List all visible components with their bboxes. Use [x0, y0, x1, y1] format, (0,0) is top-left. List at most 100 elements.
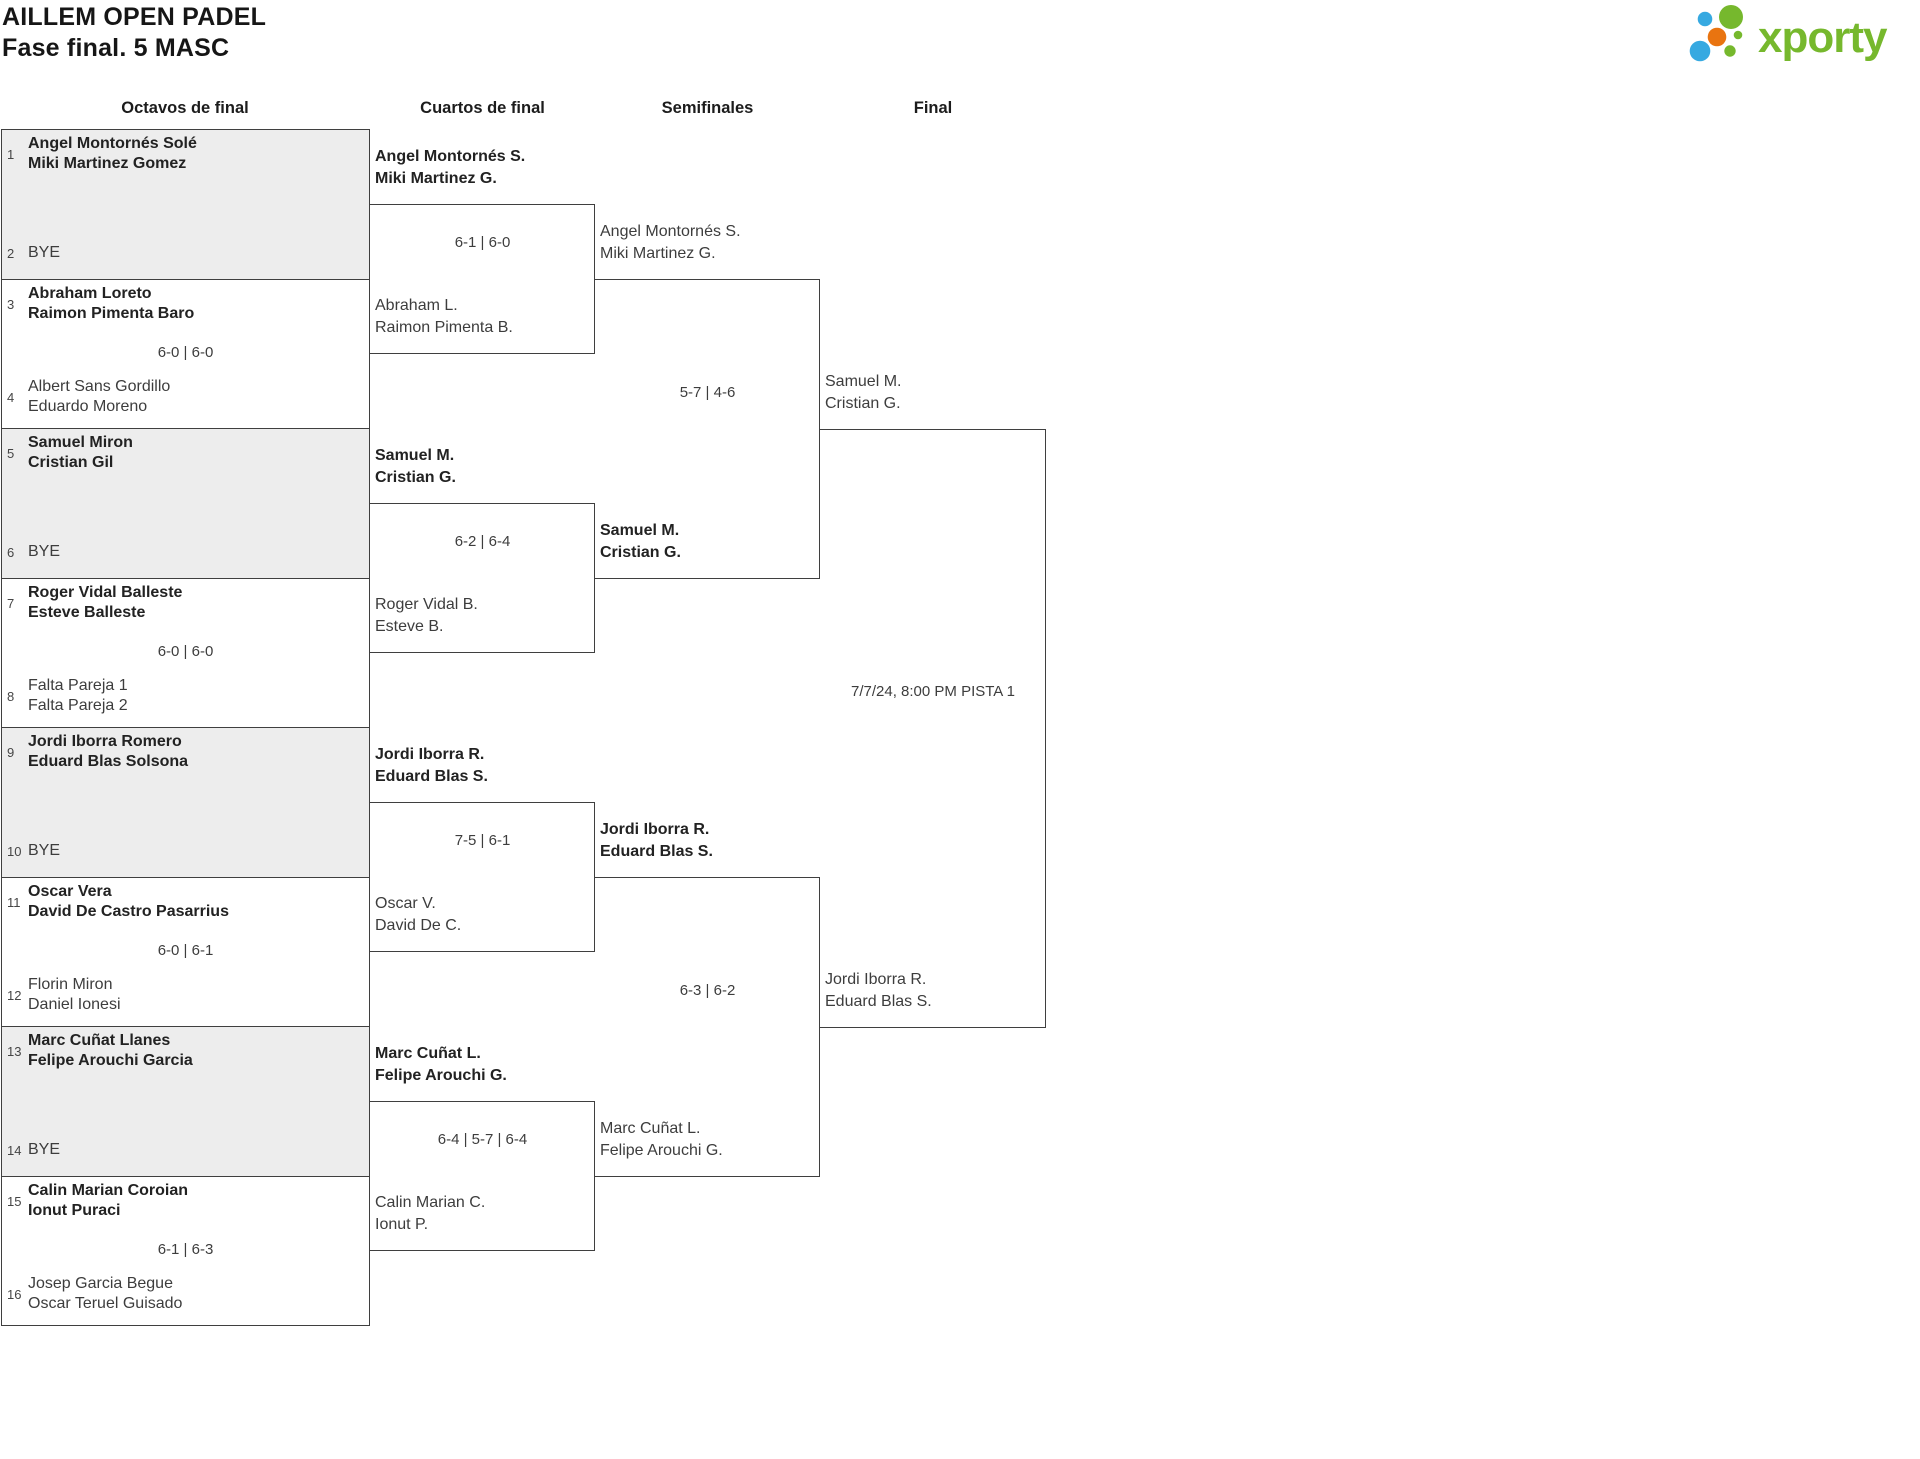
seed-number: 16	[7, 1286, 22, 1302]
cuartos-match-3-team-top: Jordi Iborra R.Eduard Blas S.	[375, 744, 488, 788]
seed-number: 4	[7, 389, 15, 405]
team-name-line: Oscar Teruel Guisado	[28, 1295, 183, 1312]
seed-number: 12	[7, 987, 22, 1003]
team-names: Calin Marian C.Ionut P.	[375, 1192, 485, 1236]
team-names: Abraham L.Raimon Pimenta B.	[375, 295, 513, 339]
team-name-line: Miki Martinez G.	[600, 245, 716, 262]
team-name-line: BYE	[28, 244, 61, 261]
team-name-line: BYE	[28, 842, 61, 859]
cuartos-match-1-box[interactable]	[370, 204, 595, 354]
round-header-cuartos: Cuartos de final	[420, 99, 545, 117]
semifinal-match-1-team-top: Angel Montornés S.Miki Martinez G.	[600, 221, 741, 265]
semifinal-match-2-team-top: Jordi Iborra R.Eduard Blas S.	[600, 819, 713, 863]
seed-number: 2	[7, 245, 15, 261]
team-name-line: Oscar Vera	[28, 883, 112, 900]
semifinal-match-1-box[interactable]	[595, 279, 820, 579]
seed-number: 7	[7, 595, 15, 611]
team-name-line: Marc Cuñat L.	[600, 1120, 701, 1137]
team-name-line: Falta Pareja 1	[28, 677, 128, 694]
semifinal-match-1-score: 5-7 | 4-6	[679, 384, 736, 401]
team-name-line: BYE	[28, 543, 61, 560]
team-name-line: Raimon Pimenta B.	[375, 319, 513, 336]
team-name-line: Eduard Blas S.	[375, 768, 488, 785]
seed-number: 1	[7, 146, 15, 162]
team-name-line: Felipe Arouchi G.	[375, 1067, 507, 1084]
cuartos-match-4-team-bottom: Calin Marian C.Ionut P.	[375, 1192, 485, 1236]
tournament-title: AILLEM OPEN PADEL	[2, 3, 267, 31]
team-names: Jordi Iborra R.Eduard Blas S.	[600, 819, 713, 863]
match-score: 6-1 | 6-3	[157, 1241, 214, 1258]
team-name-line: Cristian G.	[825, 395, 901, 412]
team-name-line: Falta Pareja 2	[28, 697, 128, 714]
final-match-box[interactable]	[820, 429, 1046, 1028]
cuartos-match-1-team-top: Angel Montornés S.Miki Martinez G.	[375, 146, 525, 190]
cuartos-match-3-team-bottom: Oscar V.David De C.	[375, 893, 461, 937]
cuartos-match-3-box[interactable]	[370, 802, 595, 952]
team-name-line: Josep Garcia Begue	[28, 1275, 173, 1292]
match-score: 6-0 | 6-0	[157, 344, 214, 361]
final-match-team-bottom: Jordi Iborra R.Eduard Blas S.	[825, 969, 932, 1013]
match-score: 6-0 | 6-0	[157, 643, 214, 660]
team-name-line: Ionut P.	[375, 1216, 429, 1233]
semifinal-match-2-box[interactable]	[595, 877, 820, 1177]
semifinal-match-2-team-bottom: Marc Cuñat L.Felipe Arouchi G.	[600, 1118, 723, 1162]
cuartos-match-3-score: 7-5 | 6-1	[454, 832, 511, 849]
seed-number: 11	[7, 894, 21, 910]
team-name-line: Ionut Puraci	[28, 1202, 121, 1219]
team-names: Jordi Iborra R.Eduard Blas S.	[825, 969, 932, 1013]
team-names: Angel Montornés S.Miki Martinez G.	[375, 146, 525, 190]
team-name-line: Esteve Balleste	[28, 604, 146, 621]
team-names: BYE	[28, 841, 60, 861]
logo-dot-green-small	[1724, 45, 1736, 57]
round-header-semifinales: Semifinales	[661, 99, 754, 117]
logo-dot-green-tiny	[1733, 30, 1743, 40]
team-name-line: Cristian G.	[600, 544, 681, 561]
team-name-line: David De C.	[375, 917, 462, 934]
team-names: Samuel M. Cristian G.	[600, 520, 681, 564]
team-names: Marc Cuñat L.Felipe Arouchi G.	[375, 1043, 507, 1087]
cuartos-match-2-box[interactable]	[370, 503, 595, 653]
cuartos-match-4-box[interactable]	[370, 1101, 595, 1251]
match-entry-bottom: 8 Falta Pareja 1 Falta Pareja 2	[2, 676, 369, 716]
team-name-line: Samuel Miron	[28, 434, 133, 451]
team-name-line: Cristian Gil	[28, 454, 114, 471]
tournament-phase-subtitle: Fase final. 5 MASC	[2, 34, 230, 62]
seed-number: 5	[7, 445, 15, 461]
team-name-line: Abraham Loreto	[28, 285, 152, 302]
team-names: Roger Vidal B.Esteve B.	[375, 594, 478, 638]
team-name-line: Angel Montornés Solé	[28, 135, 197, 152]
team-names: Oscar V.David De C.	[375, 893, 461, 937]
seed-number: 8	[7, 688, 15, 704]
seed-number: 3	[7, 296, 15, 312]
round-header-octavos: Octavos de final	[121, 99, 249, 117]
cuartos-match-2-team-bottom: Roger Vidal B.Esteve B.	[375, 594, 478, 638]
logo-dot-blue-small	[1697, 11, 1713, 27]
cuartos-match-1-score: 6-1 | 6-0	[454, 234, 511, 251]
team-name-line: Daniel Ionesi	[28, 996, 121, 1013]
match-score: 6-0 | 6-1	[157, 942, 214, 959]
team-name-line: Samuel M.	[825, 373, 902, 390]
team-name-line: Samuel M.	[600, 522, 680, 539]
final-schedule: 7/7/24, 8:00 PM PISTA 1	[851, 683, 1015, 700]
team-name-line: Jordi Iborra R.	[825, 971, 927, 988]
